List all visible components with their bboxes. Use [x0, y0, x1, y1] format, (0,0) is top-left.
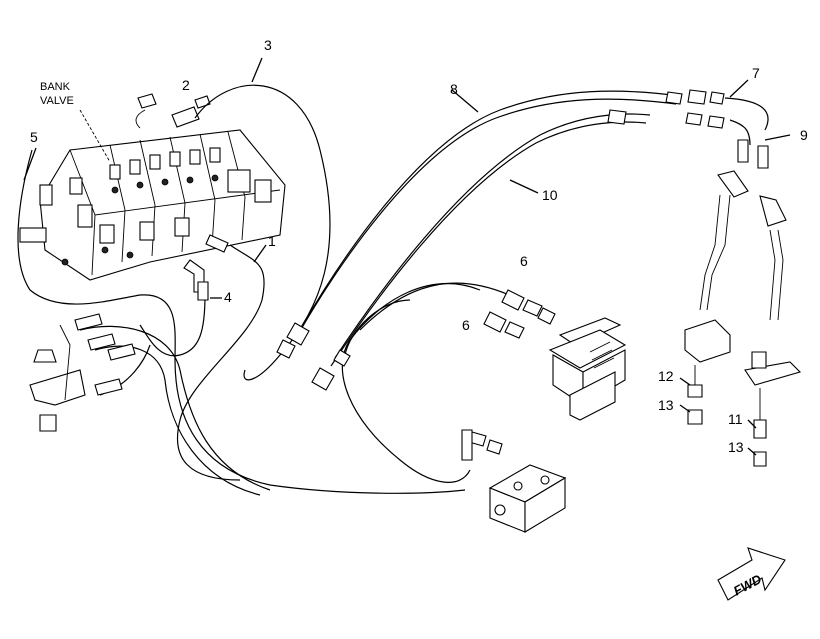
right-side-assembly	[679, 139, 802, 467]
bank-valve-assembly	[19, 93, 286, 281]
callout-13-b: 13	[728, 439, 744, 455]
callout-5: 5	[30, 129, 38, 145]
callout-7: 7	[752, 65, 760, 81]
bank-valve-leader	[79, 109, 111, 163]
bank-valve-label-line2: VALVE	[40, 95, 74, 107]
lower-left-bracket	[29, 324, 86, 406]
callout-3: 3	[264, 37, 272, 53]
callout-6-lower: 6	[462, 317, 470, 333]
hose-7	[724, 79, 769, 131]
hose-6	[341, 282, 521, 483]
callout-1: 1	[268, 233, 276, 249]
bank-valve-label-line1: BANK	[40, 81, 71, 93]
fwd-arrow: FWD	[717, 547, 786, 601]
valve-fittings	[19, 147, 272, 266]
item-2-fittings	[135, 93, 211, 129]
callout-13-a: 13	[658, 397, 674, 413]
hose-5	[17, 147, 466, 494]
callout-9: 9	[800, 127, 808, 143]
foot-control-valve	[548, 317, 627, 421]
hose-8	[295, 89, 681, 339]
lower-valve-block	[488, 464, 567, 533]
callout-10: 10	[542, 187, 558, 203]
callout-2: 2	[182, 77, 190, 93]
callout-8: 8	[450, 81, 458, 97]
callout-4: 4	[224, 289, 232, 305]
callout-11: 11	[728, 411, 743, 427]
hose-9	[729, 119, 791, 146]
hose-3	[194, 57, 331, 381]
callout-12: 12	[658, 368, 674, 384]
hose-1	[176, 244, 267, 481]
hose-4	[139, 259, 222, 357]
callout-6-upper: 6	[520, 253, 528, 269]
